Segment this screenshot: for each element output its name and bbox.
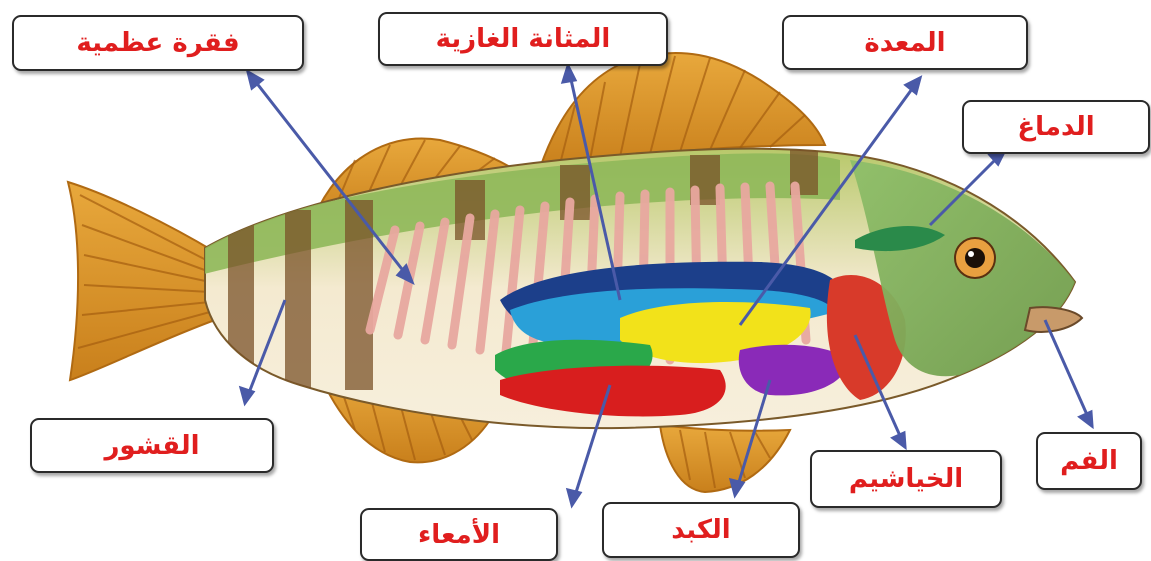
label-scales: القشور	[30, 418, 274, 473]
label-brain: الدماغ	[962, 100, 1150, 154]
label-liver: الكبد	[602, 502, 800, 558]
label-intestines: الأمعاء	[360, 508, 558, 561]
label-vertebra: فقرة عظمية	[12, 15, 304, 71]
pointer-mouth	[1045, 320, 1092, 426]
pelvic-fin	[660, 425, 790, 492]
mouth-shape	[1025, 307, 1082, 332]
label-gills: الخياشيم	[810, 450, 1002, 508]
label-swim-bladder: المثانة الغازية	[378, 12, 668, 66]
label-mouth: الفم	[1036, 432, 1142, 490]
tail-fin	[68, 182, 215, 380]
label-stomach: المعدة	[782, 15, 1028, 70]
